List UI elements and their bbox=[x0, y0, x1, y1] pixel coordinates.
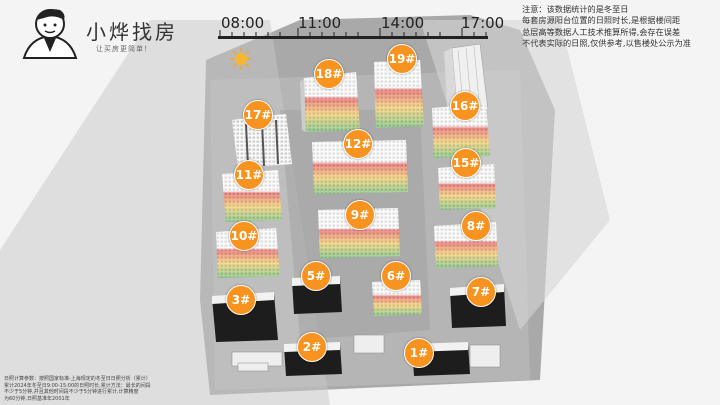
time-label-1700: 17:00 bbox=[461, 14, 505, 32]
building-tag-17[interactable]: 17# bbox=[243, 100, 273, 130]
building-16 bbox=[432, 104, 490, 158]
building-tag-18[interactable]: 18# bbox=[314, 59, 344, 89]
notice-line: 不代表实际的日照,仅供参考,以售楼处公示为准 bbox=[522, 38, 691, 49]
notice-line: 注意：该数据统计的是冬至日 bbox=[522, 4, 629, 14]
building-tag-15[interactable]: 15# bbox=[451, 148, 481, 178]
building-6 bbox=[372, 280, 422, 316]
annex-buildings bbox=[231, 334, 501, 372]
brand-title: 小烨找房 bbox=[86, 20, 178, 44]
building-tag-16[interactable]: 16# bbox=[450, 91, 480, 121]
calculation-parameters-note: 日照计算参数：按照国家标准-上海规定的冬至日日照分析（累计） 累计2024年冬至… bbox=[4, 376, 174, 402]
building-tag-3[interactable]: 3# bbox=[226, 285, 256, 315]
brand-subtitle: 让买房更简单！ bbox=[96, 45, 152, 53]
building-9 bbox=[318, 208, 400, 258]
time-slider[interactable] bbox=[218, 28, 488, 39]
building-12 bbox=[312, 140, 408, 194]
time-label-0800: 08:00 bbox=[221, 14, 265, 32]
building-tag-10[interactable]: 10# bbox=[229, 221, 259, 251]
building-15 bbox=[438, 164, 496, 210]
notice-line: 总层高等数据人工技术推算所得,会存在误差 bbox=[522, 26, 681, 37]
building-tag-19[interactable]: 19# bbox=[387, 44, 417, 74]
building-19 bbox=[374, 60, 424, 128]
building-tag-12[interactable]: 12# bbox=[343, 129, 373, 159]
notice-line: 每套房源阳台位置的日照时长,是根据楼间距 bbox=[522, 15, 681, 26]
building-tag-1[interactable]: 1# bbox=[404, 338, 434, 368]
building-18 bbox=[300, 72, 360, 132]
building-tag-11[interactable]: 11# bbox=[234, 160, 264, 190]
note-line: 累计2024年冬至日9:00-15:00的日照时长,累计方法：最长的间段 bbox=[4, 382, 151, 389]
building-tag-7[interactable]: 7# bbox=[466, 277, 496, 307]
building-17 bbox=[232, 114, 292, 168]
time-label-1400: 14:00 bbox=[381, 14, 425, 32]
notice-text: 注意：该数据统计的是冬至日 每套房源阳台位置的日照时长,是根据楼间距 总层高等数… bbox=[522, 4, 712, 50]
building-tag-5[interactable]: 5# bbox=[301, 261, 331, 291]
agent-avatar-icon bbox=[22, 9, 78, 59]
note-line: 为60分钟,日照基准年2001年 bbox=[4, 395, 70, 402]
brand-logo: 小烨找房 让买房更简单！ bbox=[6, 4, 206, 60]
sun-icon bbox=[230, 48, 252, 70]
building-tag-2[interactable]: 2# bbox=[297, 332, 327, 362]
building-tag-8[interactable]: 8# bbox=[461, 211, 491, 241]
building-tag-9[interactable]: 9# bbox=[345, 200, 375, 230]
note-line: 日照计算参数：按照国家标准-上海规定的冬至日日照分析（累计） bbox=[4, 376, 151, 382]
time-label-1100: 11:00 bbox=[298, 14, 342, 32]
building-tag-6[interactable]: 6# bbox=[381, 261, 411, 291]
note-line: 不少于5分钟,并且其他时间段不少于5分钟进行累计,计算精度 bbox=[4, 389, 139, 395]
